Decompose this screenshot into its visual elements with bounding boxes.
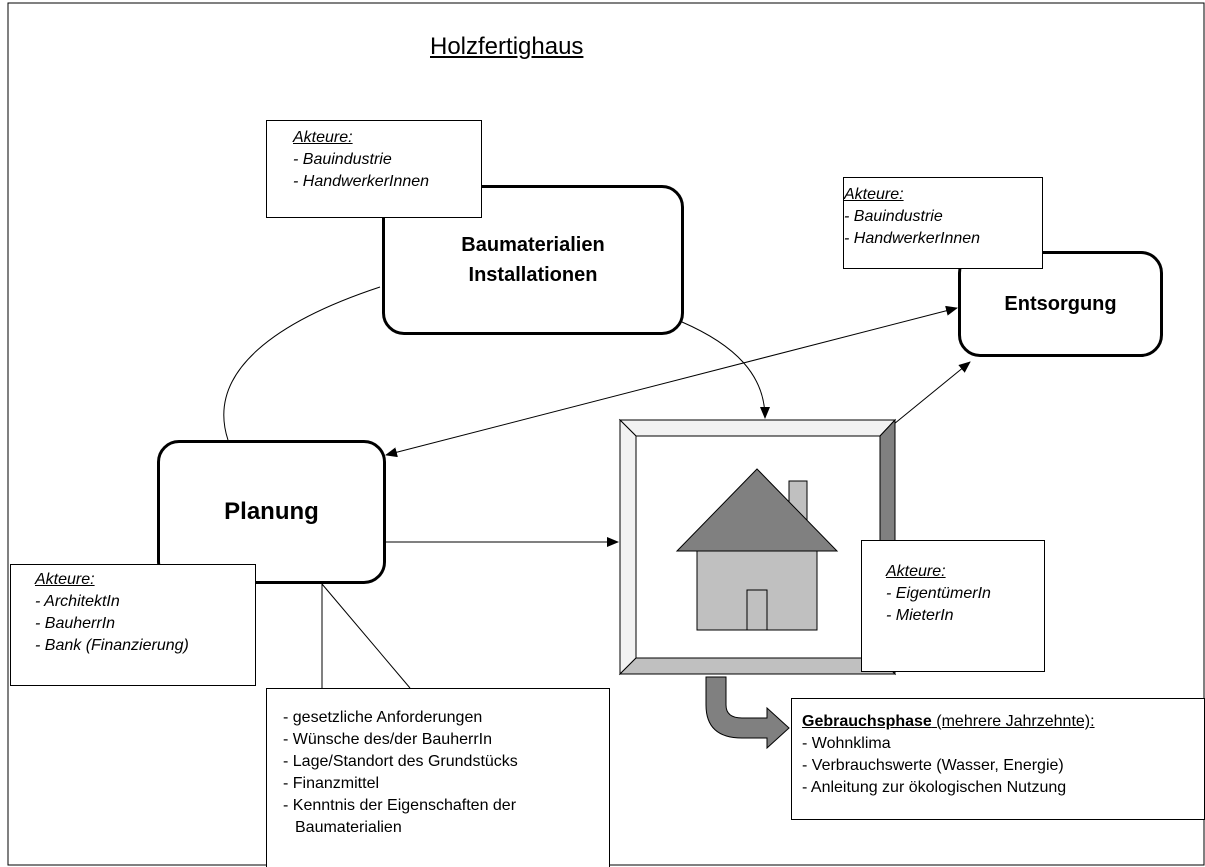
node-planung-label: Planung — [224, 498, 319, 525]
page-title: Holzfertighaus — [430, 33, 584, 60]
node-baumaterialien-line1: Baumaterialien — [461, 234, 605, 256]
akteure-item: - EigentümerIn — [886, 585, 991, 602]
arrow-haus-entsorgung — [893, 361, 971, 425]
akteure-box-planung: Akteure: - ArchitektIn - BauherrIn - Ban… — [10, 564, 256, 686]
node-baumaterialien-line2: Installationen — [468, 264, 598, 286]
detail-item: - gesetzliche Anforderungen — [283, 709, 483, 726]
akteure-item: - HandwerkerInnen — [293, 173, 430, 190]
callout-line-right — [321, 583, 411, 689]
planung-details-box: - gesetzliche Anforderungen - Wünsche de… — [266, 688, 610, 867]
akteure-heading: Akteure: — [844, 186, 904, 203]
akteure-item: - HandwerkerInnen — [844, 230, 981, 247]
akteure-item: - Bauindustrie — [293, 151, 392, 168]
akteure-box-baumaterialien: Akteure: - Bauindustrie - HandwerkerInne… — [266, 120, 482, 218]
detail-item: Baumaterialien — [295, 819, 402, 836]
gebrauchsphase-item: - Anleitung zur ökologischen Nutzung — [802, 779, 1067, 796]
detail-item: - Wünsche des/der BauherrIn — [283, 731, 492, 748]
gebrauchsphase-heading-rest: (mehrere Jahrzehnte): — [931, 713, 1095, 730]
node-entsorgung-label: Entsorgung — [1004, 292, 1117, 315]
akteure-heading: Akteure: — [293, 129, 353, 146]
detail-item: - Lage/Standort des Grundstücks — [283, 753, 518, 770]
connector-baumaterialien-planung — [223, 286, 381, 441]
house-icon — [675, 468, 839, 631]
akteure-item: - MieterIn — [886, 607, 954, 624]
akteure-box-entsorgung: Akteure: - Bauindustrie - HandwerkerInne… — [843, 177, 1043, 269]
gebrauchsphase-heading: Gebrauchsphase (mehrere Jahrzehnte): — [802, 711, 1204, 733]
gebrauchsphase-item: - Wohnklima — [802, 735, 891, 752]
akteure-heading: Akteure: — [886, 563, 946, 580]
arrow-baumaterialien-haus — [681, 321, 770, 419]
node-planung[interactable]: Planung — [157, 440, 386, 584]
akteure-item: - Bauindustrie — [844, 208, 943, 225]
gebrauchsphase-item: - Verbrauchswerte (Wasser, Energie) — [802, 757, 1064, 774]
gebrauchsphase-box: Gebrauchsphase (mehrere Jahrzehnte): - W… — [791, 698, 1205, 820]
detail-item: - Finanzmittel — [283, 775, 380, 792]
gebrauchsphase-heading-bold: Gebrauchsphase — [802, 713, 932, 730]
akteure-item: - Bank (Finanzierung) — [35, 637, 189, 654]
detail-item: - Kenntnis der Eigenschaften der — [283, 797, 517, 814]
arrow-haus-gebrauchsphase — [705, 676, 790, 750]
akteure-heading: Akteure: — [35, 571, 95, 588]
akteure-item: - BauherrIn — [35, 615, 116, 632]
arrow-planung-entsorgung — [385, 305, 958, 458]
akteure-item: - ArchitektIn — [35, 593, 120, 610]
akteure-box-haus: Akteure: - EigentümerIn - MieterIn — [861, 540, 1045, 672]
